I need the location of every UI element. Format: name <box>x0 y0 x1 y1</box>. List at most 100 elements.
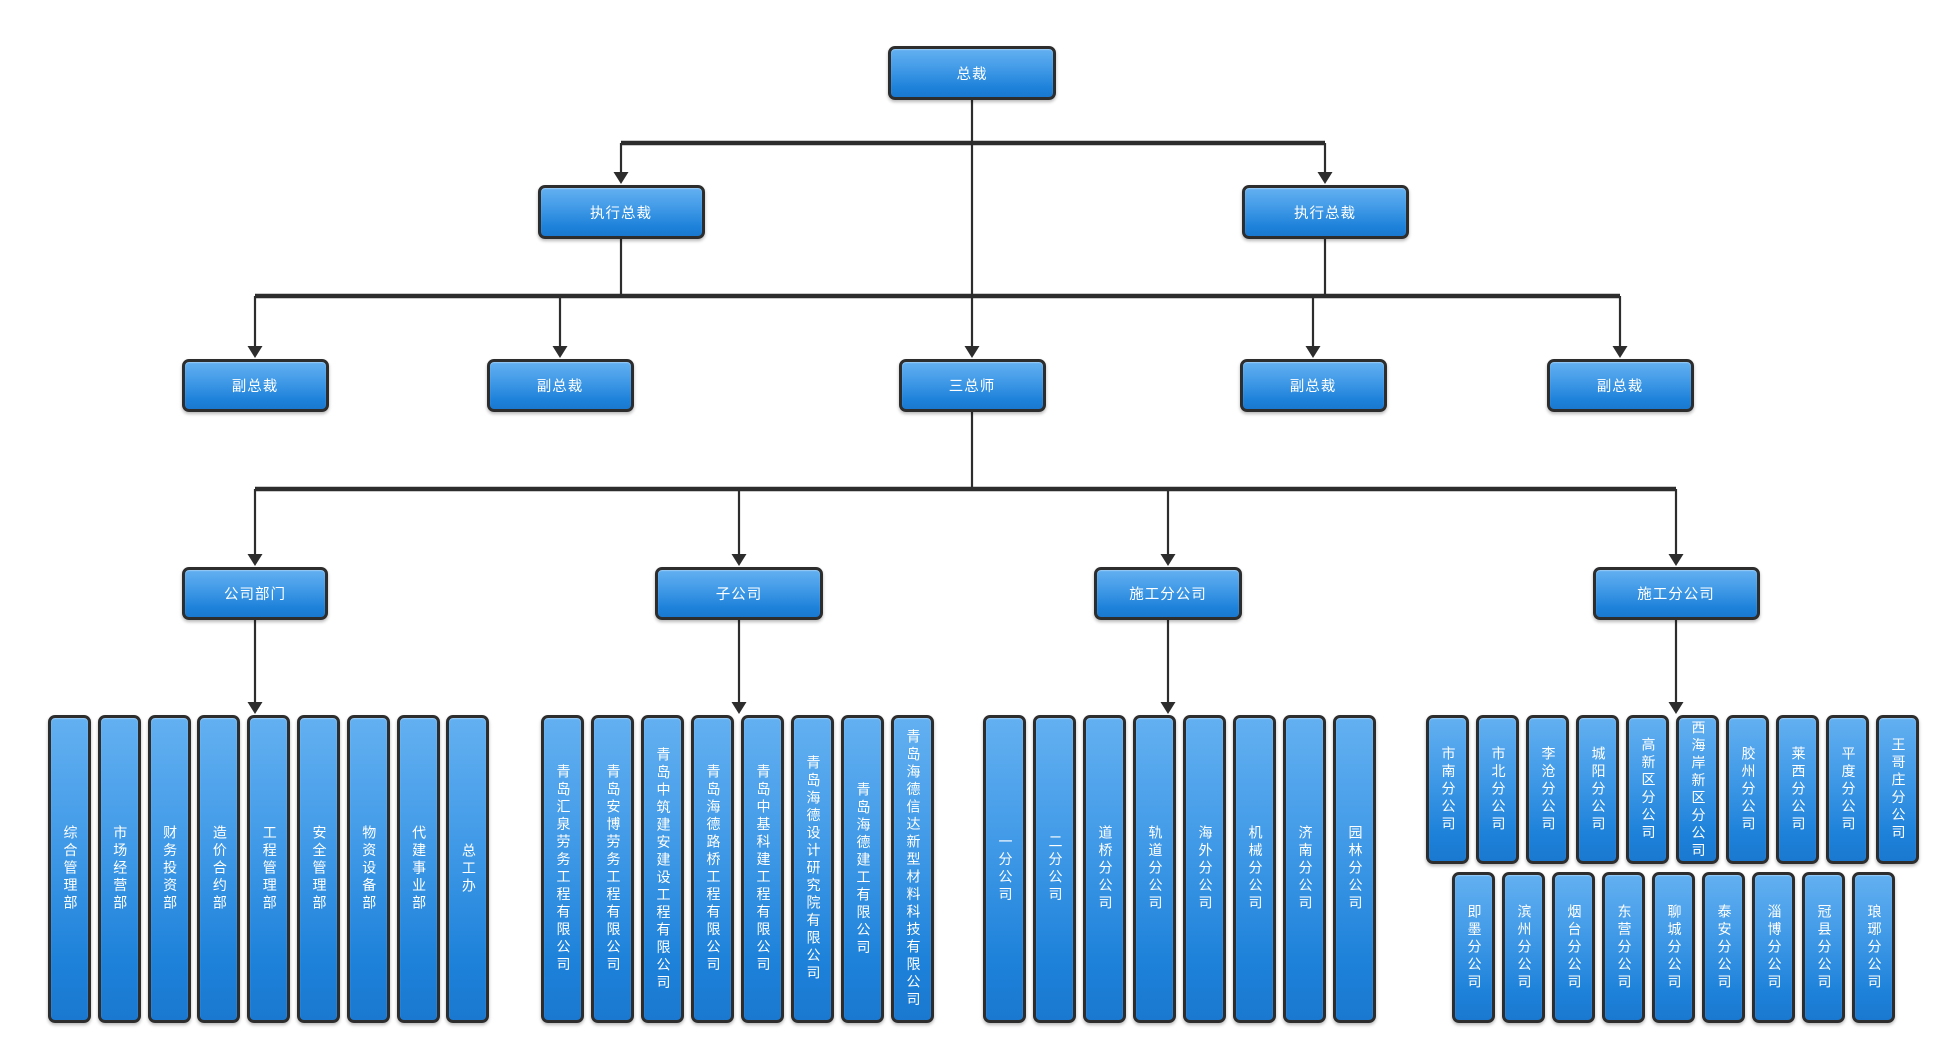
leaf-node-g4-r1-8[interactable]: 莱西分公司 <box>1776 715 1819 864</box>
leaf-node-g4-r1-9-label: 平度分公司 <box>1839 745 1856 834</box>
leaf-node-g3-r1-6-label: 机械分公司 <box>1246 825 1263 913</box>
leaf-node-g4-r2-1[interactable]: 即墨分公司 <box>1452 872 1495 1023</box>
leaf-node-g4-r1-9[interactable]: 平度分公司 <box>1826 715 1869 864</box>
leaf-node-g1-r1-5[interactable]: 工程管理部 <box>247 715 291 1023</box>
leaf-node-g4-r1-10-label: 王哥庄分公司 <box>1889 737 1906 842</box>
org-node-president[interactable]: 总裁 <box>888 46 1056 100</box>
leaf-node-g4-r1-6-label: 西海岸新区分公司 <box>1689 719 1706 860</box>
leaf-node-g3-r1-2[interactable]: 二分公司 <box>1033 715 1076 1023</box>
leaf-node-g3-r1-6[interactable]: 机械分公司 <box>1233 715 1276 1023</box>
leaf-node-g4-r2-1-label: 即墨分公司 <box>1465 903 1482 992</box>
leaf-node-g2-r1-4[interactable]: 青岛海德路桥工程有限公司 <box>691 715 734 1023</box>
connector-arrow <box>1668 702 1684 714</box>
leaf-node-g4-r2-4[interactable]: 东营分公司 <box>1602 872 1645 1023</box>
leaf-node-g4-r1-7[interactable]: 胶州分公司 <box>1726 715 1769 864</box>
leaf-node-g4-r1-4-label: 城阳分公司 <box>1589 745 1606 834</box>
org-node-category-1-label: 公司部门 <box>224 587 286 603</box>
leaf-node-g2-r1-5-label: 青岛中基科建工程有限公司 <box>754 764 771 974</box>
leaf-node-g1-r1-1[interactable]: 综合管理部 <box>48 715 91 1023</box>
leaf-node-g3-r1-8-label: 园林分公司 <box>1346 825 1363 913</box>
leaf-node-g1-r1-1-label: 综合管理部 <box>61 825 78 913</box>
leaf-node-g2-r1-3[interactable]: 青岛中筑建安建设工程有限公司 <box>641 715 684 1023</box>
org-node-exec-president-1[interactable]: 执行总裁 <box>537 185 705 239</box>
leaf-node-g4-r2-5[interactable]: 聊城分公司 <box>1652 872 1695 1023</box>
leaf-node-g4-r1-10[interactable]: 王哥庄分公司 <box>1876 715 1919 864</box>
leaf-node-g3-r1-1[interactable]: 一分公司 <box>983 715 1026 1023</box>
org-node-category-4[interactable]: 施工分公司 <box>1592 567 1760 620</box>
org-node-level3-3[interactable]: 三总师 <box>898 359 1046 412</box>
leaf-node-g4-r1-3-label: 李沧分公司 <box>1539 745 1556 834</box>
leaf-node-g4-r1-2[interactable]: 市北分公司 <box>1476 715 1519 864</box>
leaf-node-g1-r1-2[interactable]: 市场经营部 <box>97 715 141 1023</box>
leaf-node-g1-r1-2-label: 市场经营部 <box>111 825 128 913</box>
connector-arrow <box>1612 346 1628 358</box>
connector-arrow <box>964 346 980 358</box>
leaf-node-g4-r2-3[interactable]: 烟台分公司 <box>1552 872 1595 1023</box>
leaf-node-g3-r1-7-label: 济南分公司 <box>1296 825 1313 913</box>
leaf-node-g4-r2-7-label: 淄博分公司 <box>1765 903 1782 992</box>
org-node-level3-5[interactable]: 副总裁 <box>1546 359 1694 412</box>
leaf-node-g2-r1-7[interactable]: 青岛海德建工有限公司 <box>841 715 884 1023</box>
connector-arrow <box>1668 554 1684 566</box>
org-node-level3-4[interactable]: 副总裁 <box>1239 359 1387 412</box>
leaf-node-g4-r1-5-label: 高新区分公司 <box>1639 737 1656 842</box>
leaf-node-g4-r1-4[interactable]: 城阳分公司 <box>1576 715 1619 864</box>
leaf-node-g4-r2-8[interactable]: 冠县分公司 <box>1802 872 1845 1023</box>
org-node-level3-1[interactable]: 副总裁 <box>181 359 329 412</box>
org-node-president-label: 总裁 <box>956 66 988 83</box>
leaf-node-g1-r1-3[interactable]: 财务投资部 <box>147 715 191 1023</box>
leaf-node-g4-r2-9[interactable]: 琅琊分公司 <box>1852 872 1895 1023</box>
org-node-level3-4-label: 副总裁 <box>1289 379 1337 395</box>
leaf-node-g4-r2-2[interactable]: 滨州分公司 <box>1502 872 1545 1023</box>
leaf-node-g4-r2-6[interactable]: 泰安分公司 <box>1702 872 1745 1023</box>
leaf-node-g4-r1-6[interactable]: 西海岸新区分公司 <box>1676 715 1719 864</box>
org-node-level3-1-label: 副总裁 <box>231 379 279 395</box>
org-node-category-3[interactable]: 施工分公司 <box>1094 567 1242 620</box>
leaf-node-g4-r1-5[interactable]: 高新区分公司 <box>1626 715 1669 864</box>
leaf-node-g2-r1-8[interactable]: 青岛海德信达新型材料科技有限公司 <box>891 715 934 1023</box>
connector-arrow <box>613 172 629 184</box>
org-node-category-2[interactable]: 子公司 <box>655 567 823 620</box>
leaf-node-g4-r2-6-label: 泰安分公司 <box>1715 903 1732 992</box>
org-node-level3-3-label: 三总师 <box>948 379 996 395</box>
org-node-category-1[interactable]: 公司部门 <box>182 567 328 620</box>
leaf-node-g2-r1-4-label: 青岛海德路桥工程有限公司 <box>704 764 721 974</box>
leaf-node-g4-r2-5-label: 聊城分公司 <box>1665 903 1682 992</box>
org-node-category-4-label: 施工分公司 <box>1637 587 1715 603</box>
leaf-node-g4-r2-2-label: 滨州分公司 <box>1515 903 1532 992</box>
leaf-node-g2-r1-2[interactable]: 青岛安博劳务工程有限公司 <box>591 715 634 1023</box>
leaf-node-g4-r2-4-label: 东营分公司 <box>1615 903 1632 992</box>
leaf-node-g3-r1-5[interactable]: 海外分公司 <box>1183 715 1226 1023</box>
leaf-node-g2-r1-7-label: 青岛海德建工有限公司 <box>854 781 871 957</box>
leaf-node-g3-r1-4[interactable]: 轨道分公司 <box>1133 715 1176 1023</box>
leaf-node-g1-r1-6-label: 安全管理部 <box>310 825 327 913</box>
leaf-node-g2-r1-5[interactable]: 青岛中基科建工程有限公司 <box>741 715 784 1023</box>
leaf-node-g3-r1-8[interactable]: 园林分公司 <box>1333 715 1376 1023</box>
connector-arrow <box>247 554 263 566</box>
leaf-node-g1-r1-4[interactable]: 造价合约部 <box>197 715 241 1023</box>
leaf-node-g3-r1-3[interactable]: 道桥分公司 <box>1083 715 1126 1023</box>
leaf-node-g1-r1-9[interactable]: 总工办 <box>446 715 490 1023</box>
leaf-node-g1-r1-6[interactable]: 安全管理部 <box>297 715 340 1023</box>
leaf-node-g3-r1-1-label: 一分公司 <box>996 834 1013 904</box>
connector-arrow <box>247 346 263 358</box>
org-node-level3-2[interactable]: 副总裁 <box>486 359 634 412</box>
leaf-node-g2-r1-6-label: 青岛海德设计研究院有限公司 <box>804 755 821 983</box>
leaf-node-g1-r1-8-label: 代建事业部 <box>410 825 427 913</box>
leaf-node-g4-r1-1[interactable]: 市南分公司 <box>1426 715 1469 864</box>
leaf-node-g4-r2-9-label: 琅琊分公司 <box>1865 903 1882 992</box>
leaf-node-g3-r1-7[interactable]: 济南分公司 <box>1283 715 1326 1023</box>
org-node-category-3-label: 施工分公司 <box>1129 587 1207 603</box>
leaf-node-g4-r1-3[interactable]: 李沧分公司 <box>1526 715 1569 864</box>
connector-arrow <box>1305 346 1321 358</box>
leaf-node-g1-r1-7[interactable]: 物资设备部 <box>346 715 390 1023</box>
leaf-node-g4-r2-7[interactable]: 淄博分公司 <box>1752 872 1795 1023</box>
org-node-category-2-label: 子公司 <box>715 587 763 603</box>
leaf-node-g2-r1-1[interactable]: 青岛汇泉劳务工程有限公司 <box>541 715 584 1023</box>
leaf-node-g4-r2-8-label: 冠县分公司 <box>1815 903 1832 992</box>
org-node-exec-president-2[interactable]: 执行总裁 <box>1241 185 1409 239</box>
leaf-node-g2-r1-6[interactable]: 青岛海德设计研究院有限公司 <box>791 715 834 1023</box>
leaf-node-g4-r1-2-label: 市北分公司 <box>1489 745 1506 834</box>
leaf-node-g1-r1-8[interactable]: 代建事业部 <box>396 715 440 1023</box>
